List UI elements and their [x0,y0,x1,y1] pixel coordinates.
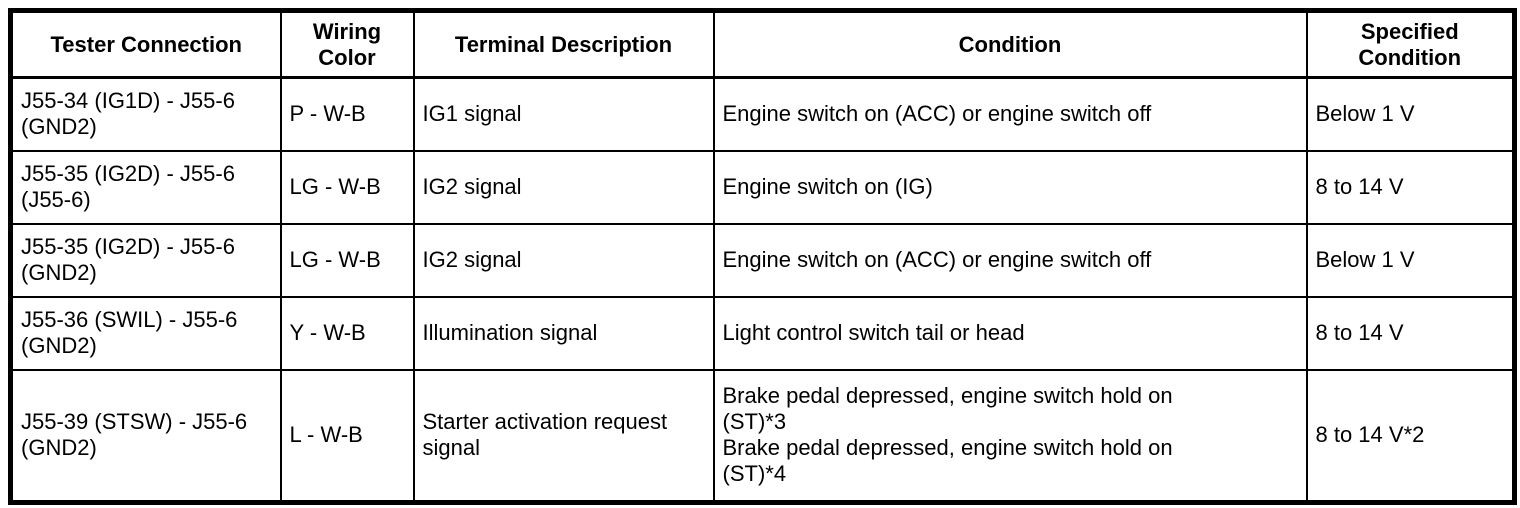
cell-terminal-description: Illumination signal [412,295,715,371]
cell-wiring-color: Y - W-B [279,295,415,371]
condition-line: Light control switch tail or head [722,320,1025,345]
cell-terminal-description: IG1 signal [412,76,715,152]
cell-wiring-color: P - W-B [279,76,415,152]
table-row: J55-36 (SWIL) - J55-6 (GND2) Y - W-B Ill… [9,295,1516,371]
cell-tester-connection: J55-39 (STSW) - J55-6 (GND2) [9,368,282,504]
cell-tester-connection: J55-35 (IG2D) - J55-6 (GND2) [9,222,282,298]
condition-line: Engine switch on (ACC) or engine switch … [722,101,1152,127]
col-header-tester-connection: Tester Connection [9,9,282,79]
cell-condition: Engine switch on (ACC) or engine switch … [712,76,1308,152]
cell-wiring-color: L - W-B [279,368,415,504]
condition-line: Engine switch on (IG) [722,174,933,199]
col-header-terminal-description: Terminal Description [412,9,715,79]
cell-condition: Engine switch on (ACC) or engine switch … [712,222,1308,298]
cell-tester-connection: J55-36 (SWIL) - J55-6 (GND2) [9,295,282,371]
col-header-specified-condition: Specified Condition [1305,9,1516,79]
cell-specified-condition: Below 1 V [1305,222,1516,298]
cell-specified-condition: 8 to 14 V [1305,295,1516,371]
table-row: J55-35 (IG2D) - J55-6 (J55-6) LG - W-B I… [9,149,1516,225]
table-row: J55-39 (STSW) - J55-6 (GND2) L - W-B Sta… [9,368,1516,504]
cell-condition: Engine switch on (IG) [712,149,1308,225]
cell-terminal-description: IG2 signal [412,149,715,225]
cell-condition: Brake pedal depressed, engine switch hol… [712,368,1308,504]
cell-wiring-color: LG - W-B [279,149,415,225]
cell-specified-condition: 8 to 14 V*2 [1305,368,1516,504]
cell-tester-connection: J55-34 (IG1D) - J55-6 (GND2) [9,76,282,152]
table-row: J55-34 (IG1D) - J55-6 (GND2) P - W-B IG1… [9,76,1516,152]
cell-condition: Light control switch tail or head [712,295,1308,371]
cell-terminal-description: Starter activation request signal [412,368,715,504]
condition-line: Engine switch on (ACC) or engine switch … [722,247,1152,272]
cell-specified-condition: 8 to 14 V [1305,149,1516,225]
terminal-spec-table: Tester Connection Wiring Color Terminal … [8,8,1517,505]
col-header-condition: Condition [712,9,1308,79]
table-row: J55-35 (IG2D) - J55-6 (GND2) LG - W-B IG… [9,222,1516,298]
cell-tester-connection: J55-35 (IG2D) - J55-6 (J55-6) [9,149,282,225]
header-row: Tester Connection Wiring Color Terminal … [9,9,1516,79]
cell-wiring-color: LG - W-B [279,222,415,298]
cell-terminal-description: IG2 signal [412,222,715,298]
col-header-wiring-color: Wiring Color [279,9,415,79]
cell-specified-condition: Below 1 V [1305,76,1516,152]
condition-line: Brake pedal depressed, engine switch hol… [722,435,1173,487]
condition-line: Brake pedal depressed, engine switch hol… [722,383,1173,435]
